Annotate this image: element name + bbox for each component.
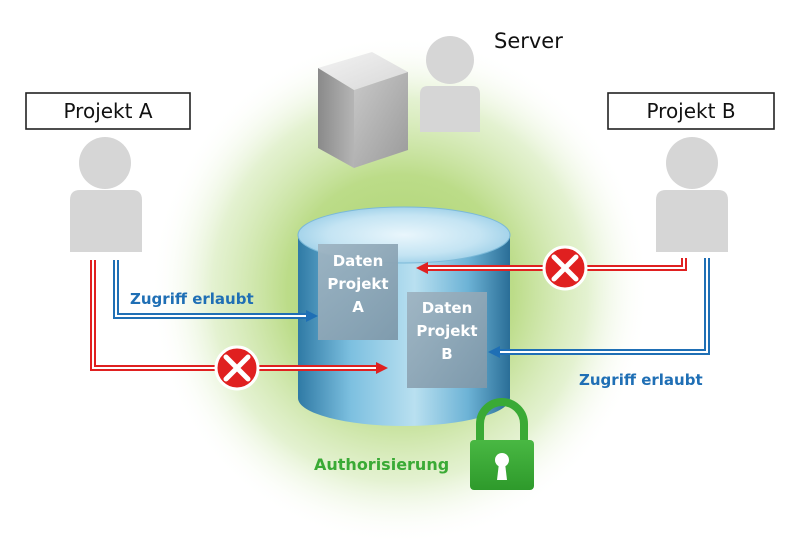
project-b-allowed-arrow (488, 258, 710, 358)
project-a-denied-arrow (90, 260, 388, 374)
doc-b-line2: Projekt (416, 322, 477, 340)
project-b-denied-arrow (416, 258, 687, 274)
doc-a-line3: A (352, 298, 364, 316)
doc-a-line1: Daten (333, 252, 384, 270)
server-label: Server (494, 29, 563, 53)
deny-x-icon (542, 245, 588, 291)
doc-b-line3: B (441, 345, 452, 363)
access-allowed-label-right: Zugriff erlaubt (579, 371, 703, 389)
project-a-box: Projekt A (25, 92, 191, 130)
server-tower-icon (318, 52, 408, 168)
project-b-label: Projekt B (646, 99, 735, 123)
deny-x-icon (214, 345, 260, 391)
access-allowed-label-left: Zugriff erlaubt (130, 290, 254, 308)
server-person-icon (420, 36, 480, 132)
project-b-person-icon (656, 137, 728, 252)
project-a-person-icon (70, 137, 142, 252)
project-a-label: Projekt A (63, 99, 152, 123)
data-project-a-doc: Daten Projekt A (318, 244, 398, 340)
doc-b-line1: Daten (422, 299, 473, 317)
project-a-allowed-arrow (113, 260, 318, 322)
authorization-label: Authorisierung (314, 455, 449, 474)
project-b-box: Projekt B (607, 92, 775, 130)
data-project-b-doc: Daten Projekt B (407, 292, 487, 388)
doc-a-line2: Projekt (327, 275, 388, 293)
padlock-icon (470, 398, 534, 490)
